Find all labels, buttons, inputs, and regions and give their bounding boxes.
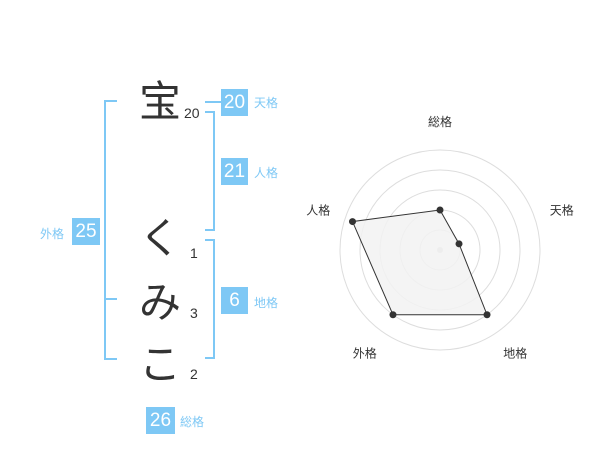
name-char-2: く	[138, 214, 181, 263]
tenkaku-badge: 20	[221, 89, 248, 116]
chikaku-bracket-top	[205, 239, 215, 241]
gaikaku-bracket-mid	[104, 298, 117, 300]
stroke-count-1: 20	[184, 105, 200, 121]
stroke-count-2: 1	[190, 245, 198, 261]
name-char-1: 宝	[138, 77, 181, 126]
radar-point-0	[436, 206, 444, 214]
chikaku-label: 地格	[254, 296, 279, 310]
gaikaku-bracket-bottom	[104, 358, 117, 360]
radar-ring-5	[339, 149, 541, 351]
name-char-3: み	[138, 278, 181, 327]
jinkaku-bracket-bottom	[205, 229, 215, 231]
jinkaku-bracket-top	[205, 111, 215, 113]
radar-point-2	[483, 311, 491, 319]
name-char-4: こ	[138, 340, 181, 389]
radar-axis-label-1: 天格	[550, 202, 574, 217]
gaikaku-bracket	[104, 100, 106, 360]
gaikaku-bracket-top	[104, 100, 117, 102]
radar-series-polygon	[351, 209, 488, 316]
radar-ring-4	[359, 169, 521, 331]
gaikaku-badge: 25	[72, 218, 100, 245]
radar-axis-label-3: 外格	[353, 346, 377, 361]
radar-axis-label-2: 地格	[503, 346, 527, 361]
chikaku-bracket	[213, 239, 215, 359]
soukaku-badge: 26	[146, 407, 175, 434]
tenkaku-connector	[205, 101, 221, 103]
radar-axis-label-4: 人格	[306, 202, 330, 217]
jinkaku-label: 人格	[254, 166, 279, 180]
chikaku-badge: 6	[221, 287, 248, 314]
chikaku-bracket-bottom	[205, 357, 215, 359]
tenkaku-label: 天格	[254, 96, 279, 110]
soukaku-label: 総格	[180, 415, 205, 429]
jinkaku-badge: 21	[221, 158, 248, 185]
gaikaku-label: 外格	[40, 227, 65, 241]
jinkaku-bracket	[213, 111, 215, 231]
stroke-count-3: 3	[190, 305, 198, 321]
radar-point-1	[455, 240, 463, 248]
radar-point-4	[349, 218, 357, 226]
radar-point-3	[389, 311, 397, 319]
radar-axis-label-0: 総格	[428, 114, 452, 129]
stroke-count-4: 2	[190, 366, 198, 382]
